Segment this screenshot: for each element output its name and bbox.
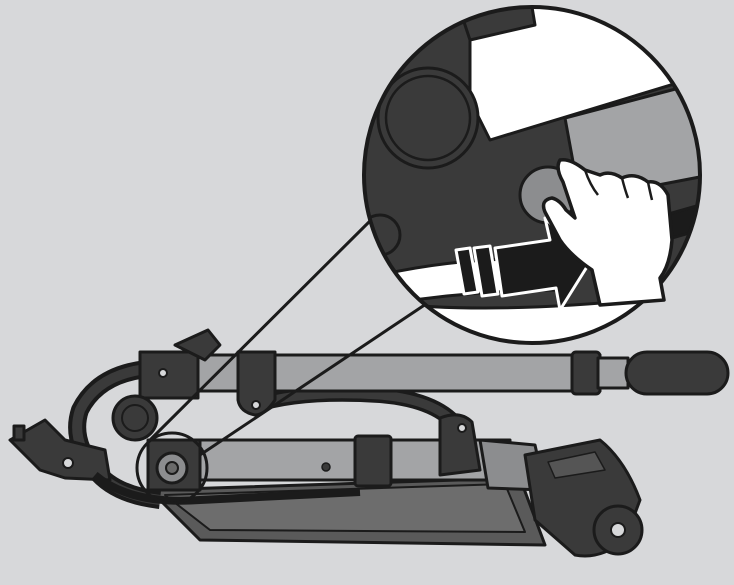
upper-bracket [236, 350, 277, 417]
callout-circle-border [362, 5, 702, 345]
upper-tube-extension [596, 356, 630, 390]
lower-tube-rivet [321, 462, 331, 472]
fold-release-button-core [165, 461, 179, 475]
magnified-callout [362, 5, 702, 345]
hand-pointer-icon [541, 157, 674, 307]
upper-bracket-pin [251, 400, 261, 410]
lower-right-bracket [438, 413, 482, 477]
upper-handle-tube [158, 353, 602, 393]
front-wheel-hub [610, 522, 626, 538]
callout-source-ring [135, 431, 209, 505]
lower-tube-collar [353, 434, 393, 488]
rear-hub-large-inner [121, 404, 149, 432]
mag-rivet-inner [384, 74, 472, 162]
rear-connecting-rod [92, 471, 361, 505]
upper-joint-pin [158, 368, 168, 378]
mag-white-panel-top-strip [458, 7, 537, 42]
callout-leader-line-left [146, 216, 375, 444]
lower-bracket-pin [457, 423, 467, 433]
rear-foot [8, 418, 112, 482]
rear-foot-tab [12, 424, 26, 442]
stroller-frame [8, 328, 730, 558]
upper-fold-joint [138, 350, 200, 400]
rear-foot-pin [62, 457, 74, 469]
upper-clip-top [173, 328, 222, 362]
front-housing-highlight [547, 451, 606, 479]
callout-leader-line-right [199, 298, 433, 457]
handle-grip [624, 350, 730, 396]
upper-tube-collar [570, 350, 602, 396]
